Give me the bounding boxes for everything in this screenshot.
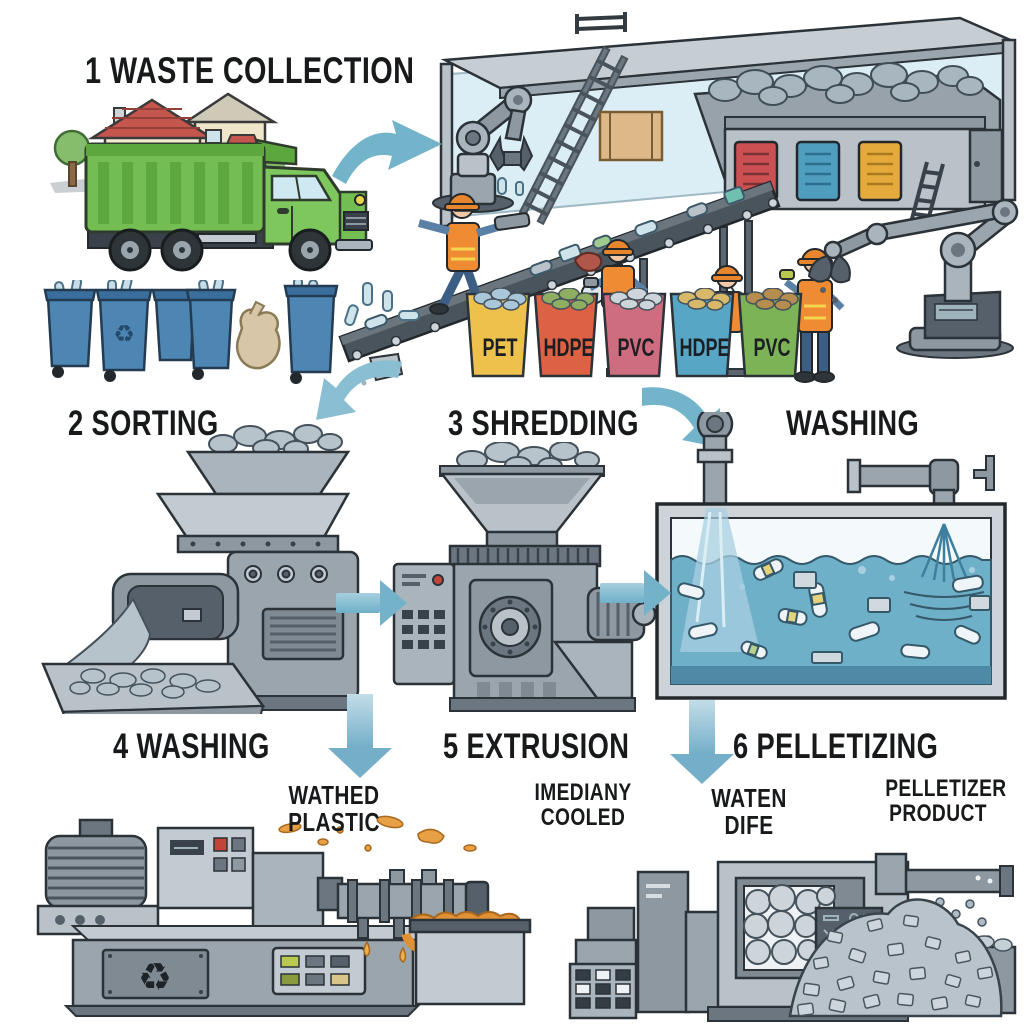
bin-label-hdpe-2: HDPE — [679, 334, 730, 362]
garbage-truck-illustration — [84, 138, 373, 272]
step-pelletizing-label: 6 PELLETIZING — [733, 727, 939, 766]
robot-arm-right-illustration — [807, 198, 1019, 359]
arrow-shredding-to-washing-icon — [600, 570, 672, 616]
arrow-to-sorting-icon — [316, 352, 404, 420]
washed-plastic-caption: WATHED PLASTIC — [288, 780, 380, 838]
arrow-sorting-to-shredding-icon — [336, 580, 408, 626]
washing-tank-illustration — [655, 412, 1007, 700]
conveyor-belt-illustration — [338, 180, 781, 377]
bin-label-pet: PET — [482, 334, 518, 362]
shredder-machine-illustration — [392, 442, 657, 712]
extruder-machine-illustration: ♻ — [36, 815, 532, 1017]
immediately-cooled-caption: IMEDIANY COOLED — [534, 779, 632, 831]
step-washing-label: 4 WASHING — [113, 727, 270, 766]
bin-label-pvc-2: PVC — [753, 334, 791, 362]
bin-label-pvc-1: PVC — [617, 334, 655, 362]
curbside-bins-illustration: ♻ — [43, 280, 339, 384]
pelletizer-product-caption: PELLETIZER PRODUCT — [885, 775, 1007, 827]
svg-text:♻: ♻ — [113, 321, 135, 348]
worker-on-conveyor — [417, 193, 531, 315]
sorted-bins-illustration — [465, 288, 803, 378]
pelletizer-machine-illustration — [568, 852, 1017, 1022]
sorting-machine-illustration — [41, 424, 364, 714]
svg-text:♻: ♻ — [138, 957, 172, 999]
step-extrusion-label: 5 EXTRUSION — [443, 727, 630, 766]
water-die-caption: WATEN DIFE — [711, 783, 787, 841]
step-sorting-label: 2 SORTING — [68, 404, 219, 443]
step-shredding-label: 3 SHREDDING — [448, 404, 639, 443]
step-collection-label: 1 WASTE COLLECTION — [85, 50, 415, 91]
arrow-washing-to-pelletizing-icon — [670, 700, 734, 784]
bin-label-hdpe-1: HDPE — [543, 334, 594, 362]
recycling-plant-illustration — [439, 12, 1017, 233]
arrow-collection-to-plant-icon — [332, 120, 442, 184]
washing-tank-label: WASHING — [786, 404, 920, 443]
arrow-sorting-to-extrusion-icon — [328, 694, 392, 778]
